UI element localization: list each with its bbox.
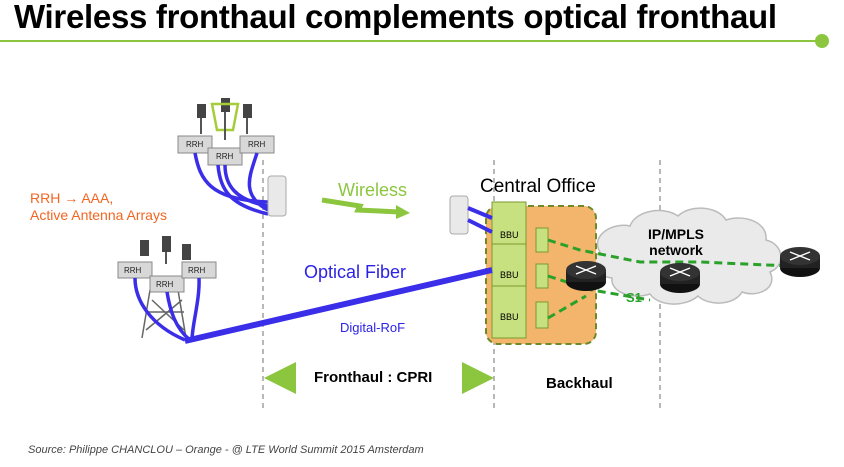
bbu-label: BBU <box>500 270 519 280</box>
s1-label: S1 <box>626 290 642 305</box>
rrh-label: RRH <box>188 266 206 275</box>
bbu-label: BBU <box>500 312 519 322</box>
slide-title: Wireless fronthaul complements optical f… <box>14 0 777 35</box>
fiber-central-b <box>467 218 493 234</box>
router-icon-3 <box>780 247 820 277</box>
ip-mpls-label: IP/MPLS network <box>648 226 704 258</box>
rrh-label: RRH <box>216 152 234 161</box>
wall-rrh-unit-upper <box>267 175 287 217</box>
wall-rrh-unit-central <box>449 195 469 235</box>
lower-tower-icon <box>140 236 191 339</box>
ip-mpls-line2: network <box>649 242 703 258</box>
central-office-label: Central Office <box>480 176 596 197</box>
router-icon-2 <box>660 263 700 293</box>
wireless-label: Wireless <box>338 180 408 200</box>
module-2 <box>535 263 549 289</box>
rrh-aaa-line2: Active Antenna Arrays <box>30 207 167 223</box>
s1-link-c <box>547 294 587 320</box>
optical-fiber-line <box>184 267 493 344</box>
bbu-label: BBU <box>500 230 519 240</box>
rrh-aaa-line1: RRH → AAA, <box>30 190 114 206</box>
fronthaul-cpri-label: Fronthaul : CPRI <box>314 369 433 386</box>
title-accent-dot <box>815 34 829 48</box>
upper-fiber-bundle <box>193 152 269 216</box>
wireless-arrow <box>321 197 410 219</box>
rrh-label: RRH <box>248 140 266 149</box>
module-3 <box>535 301 549 329</box>
router-icon-1 <box>566 261 606 291</box>
rrh-label: RRH <box>156 280 174 289</box>
s1-link-a <box>547 238 791 268</box>
module-1 <box>535 227 549 253</box>
title-underline <box>0 40 820 42</box>
rrh-label: RRH <box>186 140 204 149</box>
lower-fiber-bundle <box>133 277 201 342</box>
ip-mpls-line1: IP/MPLS <box>648 226 705 242</box>
optical-fiber-label: Optical Fiber <box>304 262 407 282</box>
rrh-aaa-label: RRH → AAA, Active Antenna Arrays <box>30 190 167 224</box>
digital-rof-label: Digital-RoF <box>340 320 406 335</box>
fronthaul-arrow <box>264 362 494 394</box>
bbu-stack <box>491 201 527 339</box>
ip-mpls-cloud-icon <box>593 207 782 305</box>
source-citation: Source: Philippe CHANCLOU – Orange - @ L… <box>28 444 424 456</box>
fiber-central-a <box>467 206 493 220</box>
rrh-label: RRH <box>124 266 142 275</box>
upper-antenna-group <box>197 98 252 140</box>
backhaul-label: Backhaul <box>546 375 613 392</box>
